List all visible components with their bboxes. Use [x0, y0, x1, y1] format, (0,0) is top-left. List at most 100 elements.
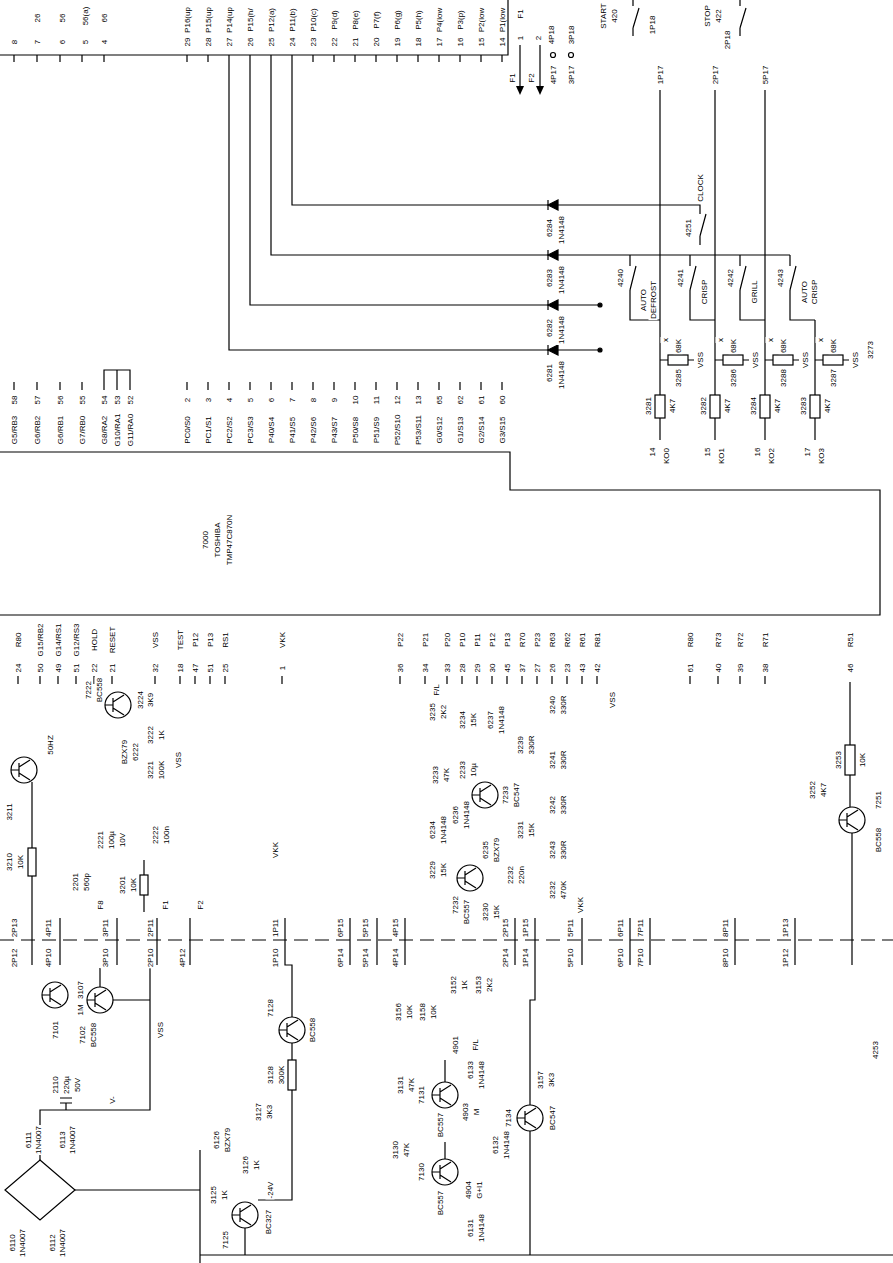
schematic-label: 57	[33, 395, 42, 406]
schematic-label: 330R	[559, 794, 568, 815]
schematic-label: G0/S12	[435, 415, 444, 444]
schematic-label: F1	[516, 8, 525, 19]
schematic-label: 4P17	[549, 65, 558, 86]
schematic-label: G+I1	[475, 1180, 484, 1200]
schematic-label: 3241	[548, 750, 557, 770]
schematic-label: M	[472, 1108, 481, 1117]
schematic-label: G14/RS1	[54, 623, 63, 658]
schematic-label: 24	[14, 663, 23, 674]
schematic-label: 3242	[548, 795, 557, 815]
schematic-label: 6235	[481, 840, 490, 860]
schematic-label: 2P14	[501, 948, 510, 969]
schematic-label: 6222	[131, 742, 140, 762]
schematic-label: 330R	[559, 694, 568, 715]
schematic-label: 5P11	[566, 918, 575, 938]
schematic-label: 1N4148	[439, 815, 448, 845]
schematic-label: 50V	[73, 1077, 82, 1093]
schematic-label: 4K7	[668, 398, 677, 414]
schematic-label: 6P10	[616, 948, 625, 969]
schematic-label: START	[599, 2, 608, 29]
schematic-label: 1M	[76, 1003, 85, 1016]
schematic-label: 23	[563, 663, 572, 674]
schematic-label: x	[716, 337, 725, 343]
schematic-label: 4P12	[178, 948, 187, 969]
schematic-label: 1K	[252, 1159, 261, 1171]
schematic-label: 470K	[559, 880, 568, 901]
schematic-label: 1K	[220, 1189, 229, 1201]
schematic-label: R80	[686, 632, 695, 649]
schematic-label: BC547	[548, 1105, 557, 1131]
schematic-label: 51	[206, 663, 215, 674]
schematic-label: 3229	[428, 860, 437, 880]
schematic-label: 16	[753, 447, 762, 458]
schematic-label: 100µ	[107, 830, 116, 850]
schematic-label: 3230	[481, 902, 490, 922]
schematic-label: R71	[761, 632, 770, 649]
schematic-label: VKK	[278, 631, 287, 649]
schematic-label: KO1	[717, 447, 726, 465]
schematic-label: 3153	[474, 975, 483, 995]
schematic-label: 45	[503, 663, 512, 674]
schematic-label: 68K	[729, 338, 738, 354]
schematic-label: G12/RS3	[72, 623, 81, 658]
schematic-label: 1P11	[271, 918, 280, 938]
schematic-label: HOLD	[90, 628, 99, 652]
schematic-label: CRISP	[810, 279, 819, 305]
schematic-label: 2K2	[439, 704, 448, 720]
schematic-label: 3131	[396, 1075, 405, 1095]
schematic-label: R80	[14, 632, 23, 649]
schematic-label: 4241	[676, 268, 685, 288]
schematic-label: 14	[498, 37, 507, 48]
schematic-label: 33	[443, 663, 452, 674]
schematic-label: 21	[351, 37, 360, 48]
schematic-label: 6236	[451, 805, 460, 825]
schematic-label: 4K7	[773, 398, 782, 414]
schematic-label: P16(up	[183, 6, 192, 34]
schematic-label: KO2	[767, 447, 776, 465]
schematic-label: 3252	[808, 780, 817, 800]
schematic-label: 3P18	[567, 25, 576, 46]
schematic-label: 2P10	[146, 948, 155, 969]
schematic-label: 3235	[428, 702, 437, 722]
schematic-label: 27	[533, 663, 542, 674]
schematic-label: 3286	[729, 368, 738, 388]
schematic-label: 46	[846, 663, 855, 674]
schematic-label: 2222	[151, 825, 160, 845]
schematic-label: F/L	[432, 683, 441, 697]
schematic-label: 4903	[461, 1102, 470, 1122]
schematic-label: 4P10	[44, 948, 53, 969]
schematic-label: P10	[458, 632, 467, 648]
schematic-label: 28	[204, 37, 213, 48]
schematic-label: P5(h)	[414, 9, 423, 31]
schematic-label: 47K	[442, 767, 451, 783]
schematic-label: 1N4007	[68, 1125, 77, 1155]
schematic-label: 56(a)	[81, 6, 90, 27]
schematic-label: P42/S6	[309, 416, 318, 444]
schematic-label: 2P12	[10, 948, 19, 969]
schematic-label: 330R	[559, 839, 568, 860]
schematic-label: 17	[435, 37, 444, 48]
schematic-label: 300K	[277, 1065, 286, 1086]
schematic-label: 7232	[451, 895, 460, 915]
schematic-label: P15(up	[204, 6, 213, 34]
schematic-label: 19	[393, 37, 402, 48]
schematic-label: 4	[225, 397, 234, 403]
schematic-label: P13	[206, 632, 215, 648]
schematic-label: 49	[54, 663, 63, 674]
schematic-label: 40	[714, 663, 723, 674]
schematic-label: 3282	[699, 396, 708, 416]
schematic-label: BC327	[264, 1209, 273, 1235]
schematic-label: BC557	[436, 1190, 445, 1216]
schematic-label: 38	[761, 663, 770, 674]
schematic-label: 1	[278, 665, 287, 671]
schematic-label: F8	[96, 899, 105, 910]
schematic-label: P9(d)	[330, 9, 339, 31]
schematic-label: 3K9	[146, 692, 155, 708]
schematic-label: 26	[33, 13, 42, 24]
schematic-label: R51	[846, 632, 855, 649]
schematic-label: 7222	[84, 680, 93, 700]
schematic-label: 23	[309, 37, 318, 48]
schematic-label: 42	[593, 663, 602, 674]
schematic-label: 7131	[417, 1085, 426, 1105]
schematic-label: 1P15	[521, 918, 530, 939]
